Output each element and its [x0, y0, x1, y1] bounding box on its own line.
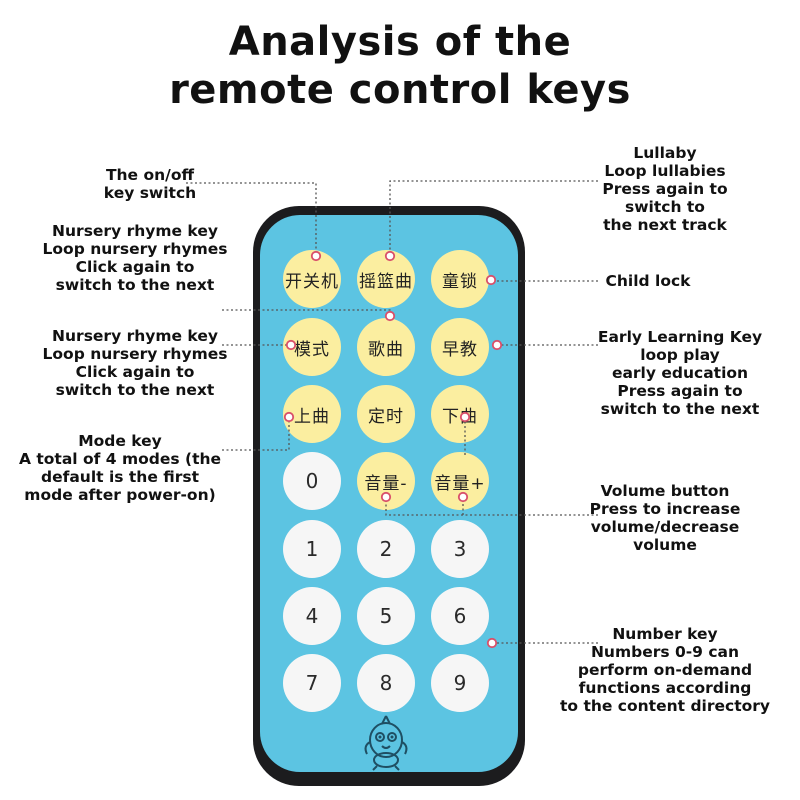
annotation-mode-line: mode after power-on) — [24, 486, 216, 504]
annotation-lullaby-line: Loop lullabies — [604, 162, 726, 180]
number-key-7[interactable]: 7 — [283, 654, 341, 712]
leader-lullaby — [389, 180, 598, 255]
leader-volume-a — [385, 497, 598, 516]
annotation-lullaby-line: Press again to — [602, 180, 728, 198]
annotation-onoff-line: The on/off — [105, 166, 195, 184]
marker-childlock — [485, 274, 497, 286]
marker-onoff — [310, 250, 322, 262]
marker-lullaby — [384, 250, 396, 262]
next-track-key[interactable]: 下曲 — [431, 385, 489, 443]
annotation-mode-line: default is the first — [40, 468, 200, 486]
marker-volume-up — [457, 491, 469, 503]
annotation-number: Number key Numbers 0-9 can perform on-de… — [555, 625, 775, 715]
annotation-number-line: Numbers 0-9 can — [590, 643, 740, 661]
annotation-lullaby-line: the next track — [603, 216, 727, 234]
annotation-mode-line: Mode key — [78, 432, 162, 450]
annotation-early-line: loop play — [640, 346, 720, 364]
annotation-childlock-line: Child lock — [605, 272, 691, 290]
leader-nursery-1 — [222, 309, 391, 316]
annotation-mode-line: A total of 4 modes (the — [18, 450, 222, 468]
annotation-lullaby: Lullaby Loop lullabies Press again to sw… — [585, 144, 745, 234]
annotation-nursery-2-line: Loop nursery rhymes — [42, 345, 228, 363]
timer-key[interactable]: 定时 — [357, 385, 415, 443]
annotation-number-line: perform on-demand — [577, 661, 753, 679]
power-key[interactable]: 开关机 — [283, 250, 341, 308]
annotation-volume-line: Volume button — [600, 482, 730, 500]
title-line-2: remote control keys — [169, 67, 631, 113]
annotation-early-line: Press again to — [617, 382, 743, 400]
annotation-nursery-1-line: Loop nursery rhymes — [42, 240, 228, 258]
annotation-nursery-2-line: switch to the next — [55, 381, 215, 399]
annotation-mode: Mode key A total of 4 modes (the default… — [10, 432, 230, 504]
marker-next — [459, 411, 471, 423]
annotation-onoff: The on/off key switch — [70, 166, 230, 202]
annotation-early-line: Early Learning Key — [597, 328, 763, 346]
title-line-1: Analysis of the — [228, 19, 572, 65]
number-key-2[interactable]: 2 — [357, 520, 415, 578]
annotation-number-line: functions according — [578, 679, 752, 697]
child-lock-key[interactable]: 童锁 — [431, 250, 489, 308]
marker-nursery-2 — [285, 339, 297, 351]
marker-early — [491, 339, 503, 351]
number-key-1[interactable]: 1 — [283, 520, 341, 578]
annotation-onoff-line: key switch — [103, 184, 197, 202]
annotation-nursery-1: Nursery rhyme key Loop nursery rhymes Cl… — [35, 222, 235, 294]
annotation-volume-line: volume — [633, 536, 697, 554]
penguin-mascot-icon — [364, 715, 408, 771]
early-education-key[interactable]: 早教 — [431, 318, 489, 376]
number-key-0[interactable]: 0 — [283, 452, 341, 510]
annotation-lullaby-line: switch to — [625, 198, 705, 216]
annotation-volume-line: volume/decrease — [590, 518, 740, 536]
page-title: Analysis of the remote control keys — [0, 18, 800, 114]
annotation-early-line: early education — [611, 364, 749, 382]
marker-nursery-1 — [384, 310, 396, 322]
annotation-nursery-2-line: Click again to — [75, 363, 195, 381]
annotation-lullaby-line: Lullaby — [633, 144, 697, 162]
annotation-nursery-1-line: switch to the next — [55, 276, 215, 294]
annotation-volume-line: Press to increase — [589, 500, 741, 518]
annotation-nursery-1-line: Click again to — [75, 258, 195, 276]
annotation-childlock: Child lock — [598, 272, 698, 290]
annotation-number-line: Number key — [612, 625, 718, 643]
number-key-6[interactable]: 6 — [431, 587, 489, 645]
previous-track-key[interactable]: 上曲 — [283, 385, 341, 443]
number-key-4[interactable]: 4 — [283, 587, 341, 645]
annotation-early: Early Learning Key loop play early educa… — [590, 328, 770, 418]
number-key-9[interactable]: 9 — [431, 654, 489, 712]
annotation-volume: Volume button Press to increase volume/d… — [580, 482, 750, 554]
number-key-5[interactable]: 5 — [357, 587, 415, 645]
marker-number — [486, 637, 498, 649]
annotation-number-line: to the content directory — [560, 697, 770, 715]
song-key[interactable]: 歌曲 — [357, 318, 415, 376]
annotation-nursery-2: Nursery rhyme key Loop nursery rhymes Cl… — [35, 327, 235, 399]
annotation-early-line: switch to the next — [600, 400, 760, 418]
leader-mode — [222, 418, 290, 451]
marker-mode — [283, 411, 295, 423]
cradle-song-key[interactable]: 摇篮曲 — [357, 250, 415, 308]
annotation-nursery-2-line: Nursery rhyme key — [52, 327, 218, 345]
number-key-3[interactable]: 3 — [431, 520, 489, 578]
annotation-nursery-1-line: Nursery rhyme key — [52, 222, 218, 240]
number-key-8[interactable]: 8 — [357, 654, 415, 712]
marker-volume-down — [380, 491, 392, 503]
